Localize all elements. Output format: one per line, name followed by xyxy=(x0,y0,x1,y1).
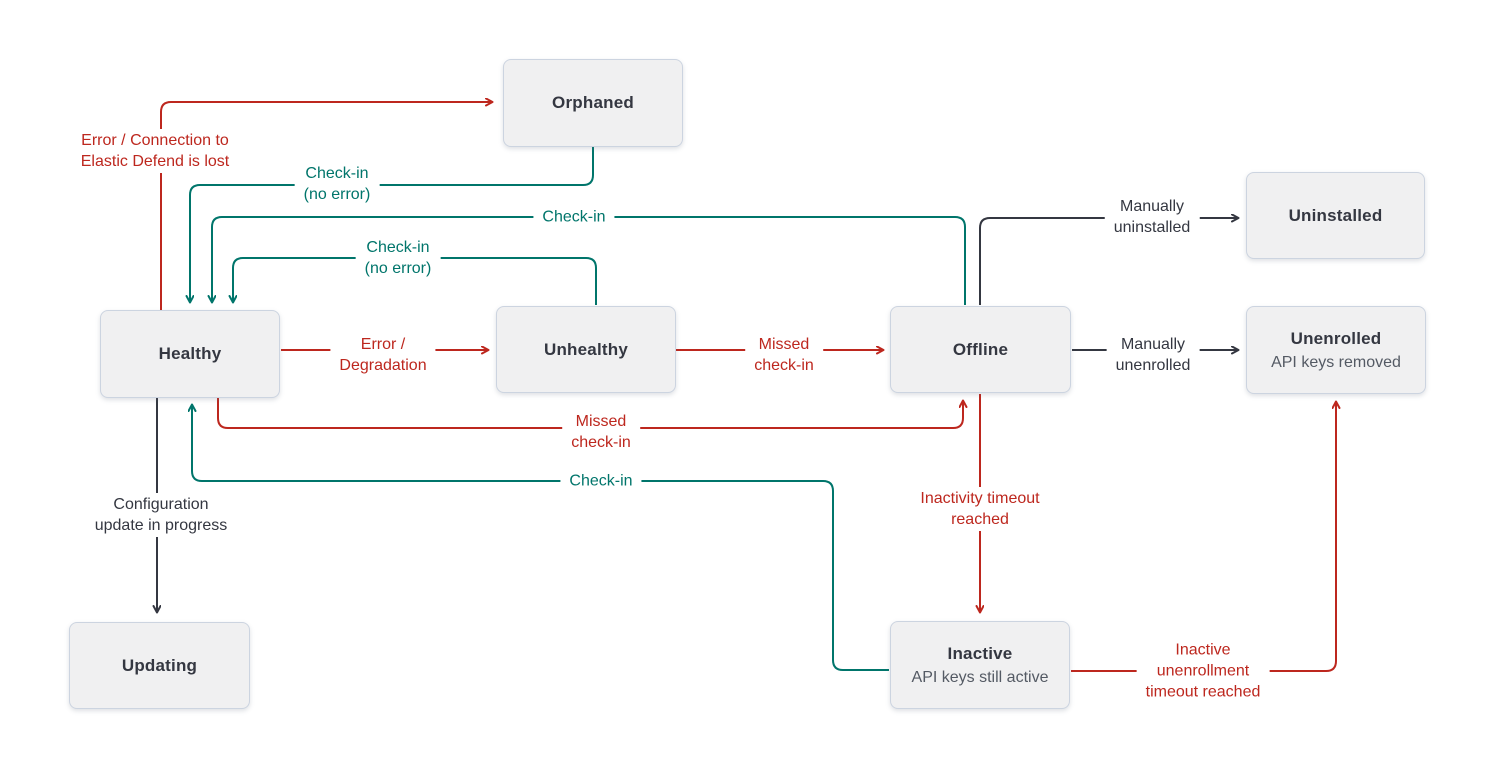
edge-label-manually-uninstalled: Manually uninstalled xyxy=(1104,195,1200,239)
state-node-updating-title: Updating xyxy=(121,655,198,675)
edge-label-checkin-from-inactive: Check-in xyxy=(560,469,642,493)
state-node-inactive: Inactive API keys still active xyxy=(890,621,1070,709)
state-node-orphaned: Orphaned xyxy=(503,59,683,147)
edge-label-error-degradation: Error / Degradation xyxy=(330,333,436,377)
edge-offline-to-uninstalled xyxy=(979,218,1238,305)
state-node-offline: Offline xyxy=(890,306,1071,393)
edge-inactive-to-healthy xyxy=(192,405,889,671)
edge-healthy-to-orphaned xyxy=(160,102,492,310)
edge-label-configuration-update: Configuration update in progress xyxy=(85,493,237,537)
state-node-inactive-subtitle: API keys still active xyxy=(911,668,1049,686)
state-node-orphaned-title: Orphaned xyxy=(552,93,634,112)
edge-orphaned-to-healthy xyxy=(190,147,594,302)
state-node-uninstalled: Uninstalled xyxy=(1246,172,1425,259)
state-node-unenrolled-title: Unenrolled xyxy=(1290,328,1382,348)
state-node-uninstalled-title: Uninstalled xyxy=(1288,205,1383,225)
edge-label-checkin-from-offline: Check-in xyxy=(533,205,615,229)
edge-label-checkin-no-error-orphaned: Check-in (no error) xyxy=(294,162,380,206)
state-node-healthy: Healthy xyxy=(100,310,280,398)
state-node-updating: Updating xyxy=(69,622,250,709)
state-node-offline-title: Offline xyxy=(952,339,1009,359)
state-node-inactive-title: Inactive xyxy=(947,643,1013,663)
edge-label-missed-checkin-unhealthy: Missed check-in xyxy=(745,333,823,377)
edge-label-error-connection-lost: Error / Connection to Elastic Defend is … xyxy=(71,129,239,173)
edge-label-inactivity-timeout: Inactivity timeout reached xyxy=(911,487,1049,531)
edge-offline-to-healthy xyxy=(212,216,966,305)
edge-label-inactive-unenrollment: Inactive unenrollment timeout reached xyxy=(1136,638,1270,704)
edge-label-manually-unenrolled: Manually unenrolled xyxy=(1106,333,1200,377)
state-node-unenrolled: Unenrolled API keys removed xyxy=(1246,306,1426,394)
state-node-unenrolled-subtitle: API keys removed xyxy=(1271,353,1401,371)
edge-label-missed-checkin-healthy: Missed check-in xyxy=(562,410,640,454)
state-node-unhealthy: Unhealthy xyxy=(496,306,676,393)
edge-label-checkin-no-error-unhealthy: Check-in (no error) xyxy=(355,236,441,280)
state-node-healthy-title: Healthy xyxy=(158,344,222,363)
edge-inactive-to-unenrolled xyxy=(1071,402,1336,672)
state-node-unhealthy-title: Unhealthy xyxy=(544,339,628,359)
